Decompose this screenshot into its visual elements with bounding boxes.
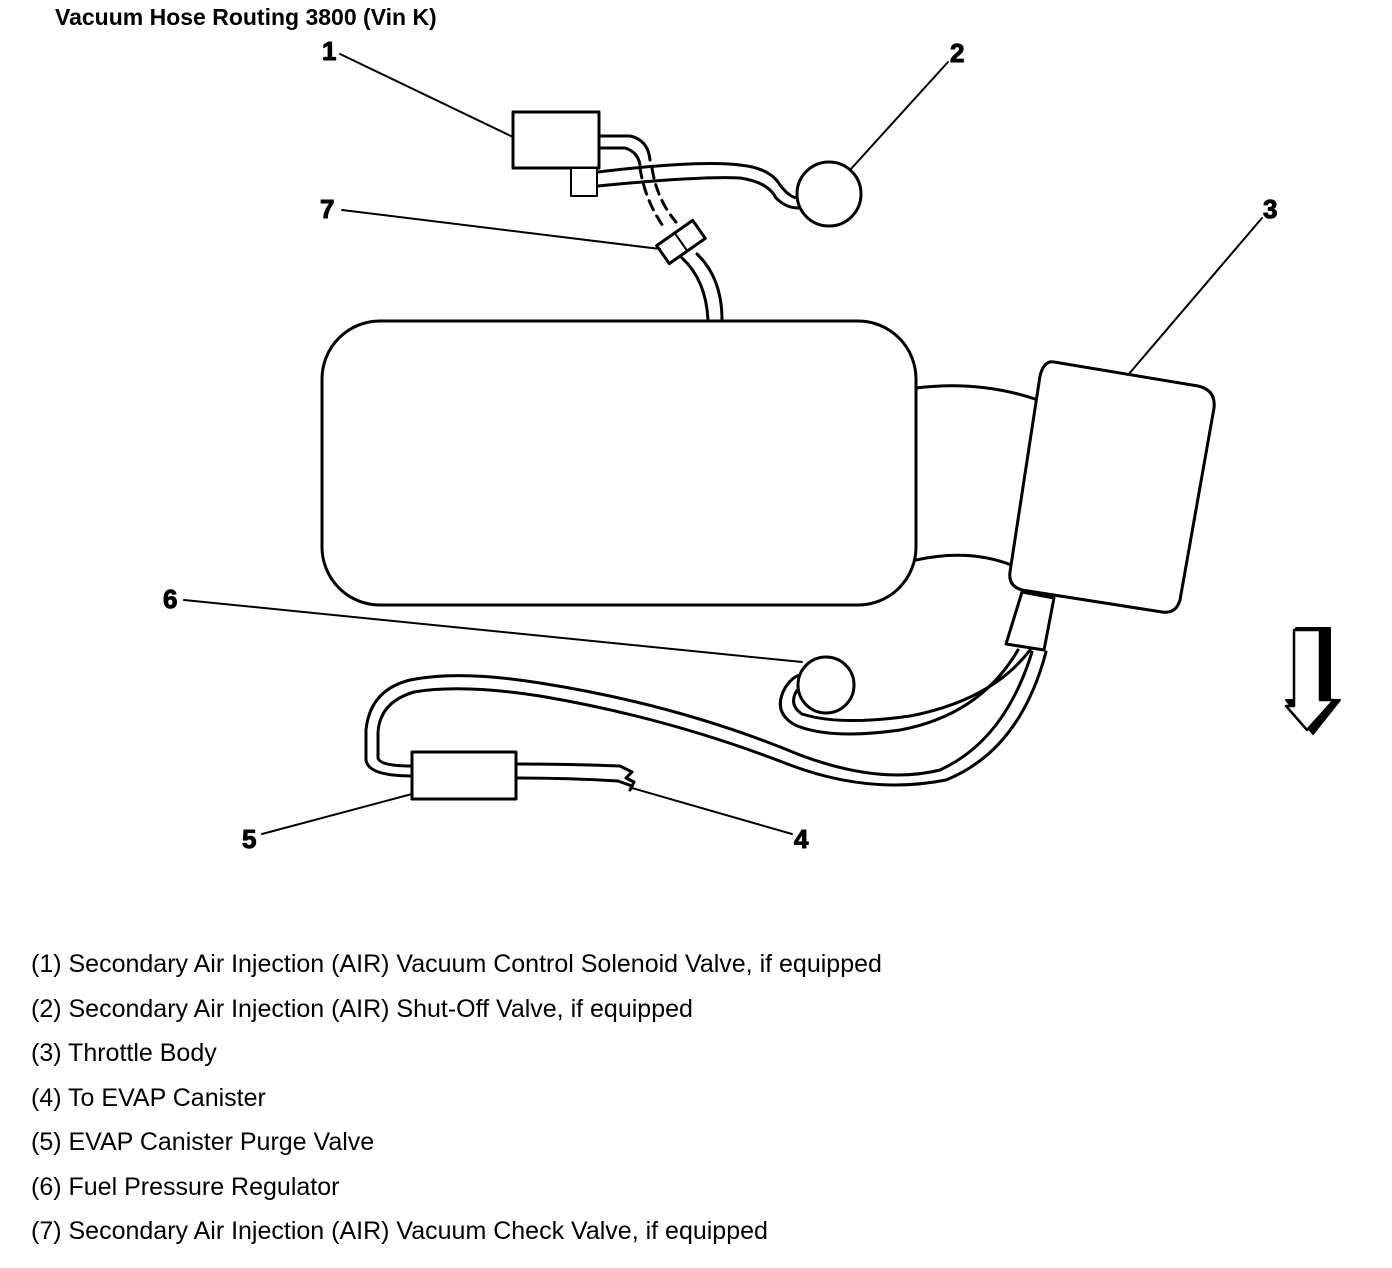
- leader-line-1: [339, 53, 514, 138]
- hose-purge-to-evap-top: [514, 762, 634, 774]
- throttle-body-nipple: [1004, 590, 1056, 652]
- leader-lines: [183, 53, 1263, 835]
- air-check-valve-divider: [673, 231, 689, 253]
- hose-evap-broken-end: [624, 770, 636, 792]
- hose-to-check-valve-right: [650, 166, 678, 224]
- vacuum-hoses: [364, 134, 1048, 792]
- leader-line-6: [183, 599, 803, 663]
- throttle-body: [1008, 360, 1216, 614]
- legend-item-3: (3) Throttle Body: [31, 1039, 217, 1067]
- leader-line-7: [341, 209, 661, 250]
- intake-duct-upper: [914, 384, 1040, 402]
- hose-purge-to-evap-bottom: [514, 776, 634, 788]
- leader-line-3: [1127, 217, 1263, 376]
- arrow-down-icon: [1284, 627, 1341, 735]
- callout-2: 2: [950, 38, 964, 68]
- callout-6: 6: [163, 584, 177, 614]
- hose-throttle-to-regulator-outer: [778, 648, 1020, 736]
- hose-check-valve-to-engine-right: [695, 252, 724, 322]
- callout-3: 3: [1263, 194, 1277, 224]
- callout-5: 5: [242, 824, 256, 854]
- leader-line-4: [631, 787, 793, 835]
- fuel-pressure-regulator: [796, 655, 856, 715]
- hose-throttle-to-purge-outer: [364, 650, 1034, 778]
- air-solenoid-valve: [511, 110, 601, 170]
- leader-line-5: [261, 793, 413, 835]
- legend-item-5: (5) EVAP Canister Purge Valve: [31, 1128, 375, 1156]
- callout-7: 7: [320, 194, 334, 224]
- callout-4: 4: [794, 824, 809, 854]
- legend-item-1: (1) Secondary Air Injection (AIR) Vacuum…: [31, 950, 882, 978]
- air-shutoff-valve: [795, 160, 863, 228]
- hose-solenoid-to-shutoff-inner: [596, 176, 800, 210]
- intake-duct-lower: [914, 553, 1016, 568]
- hose-solenoid-to-shutoff: [596, 162, 800, 200]
- diagram-title: Vacuum Hose Routing 3800 (Vin K): [55, 4, 437, 30]
- legend-item-6: (6) Fuel Pressure Regulator: [31, 1172, 340, 1201]
- legend-item-2: (2) Secondary Air Injection (AIR) Shut-O…: [31, 994, 693, 1023]
- hose-to-check-valve-left: [638, 166, 665, 228]
- hose-throttle-to-regulator-inner: [792, 648, 1032, 723]
- hose-check-valve-to-engine-left: [680, 256, 710, 322]
- vacuum-hose-diagram: 1 2 3 4 5 6 7: [163, 36, 1341, 855]
- legend: (1) Secondary Air Injection (AIR) Vacuum…: [31, 944, 882, 1256]
- callout-1: 1: [322, 36, 336, 66]
- legend-item-7: (7) Secondary Air Injection (AIR) Vacuum…: [31, 1217, 768, 1245]
- leader-line-2: [849, 61, 949, 171]
- hose-throttle-to-purge-inner: [376, 650, 1048, 787]
- hose-solenoid-port-loop-inner: [598, 146, 642, 167]
- legend-item-4: (4) To EVAP Canister: [31, 1083, 266, 1112]
- evap-purge-valve: [410, 750, 518, 801]
- arrow-down-icon-body: [1284, 628, 1336, 732]
- hose-solenoid-port-loop-outer: [598, 134, 652, 162]
- air-solenoid-connector: [570, 167, 598, 197]
- engine-outline: [320, 319, 918, 607]
